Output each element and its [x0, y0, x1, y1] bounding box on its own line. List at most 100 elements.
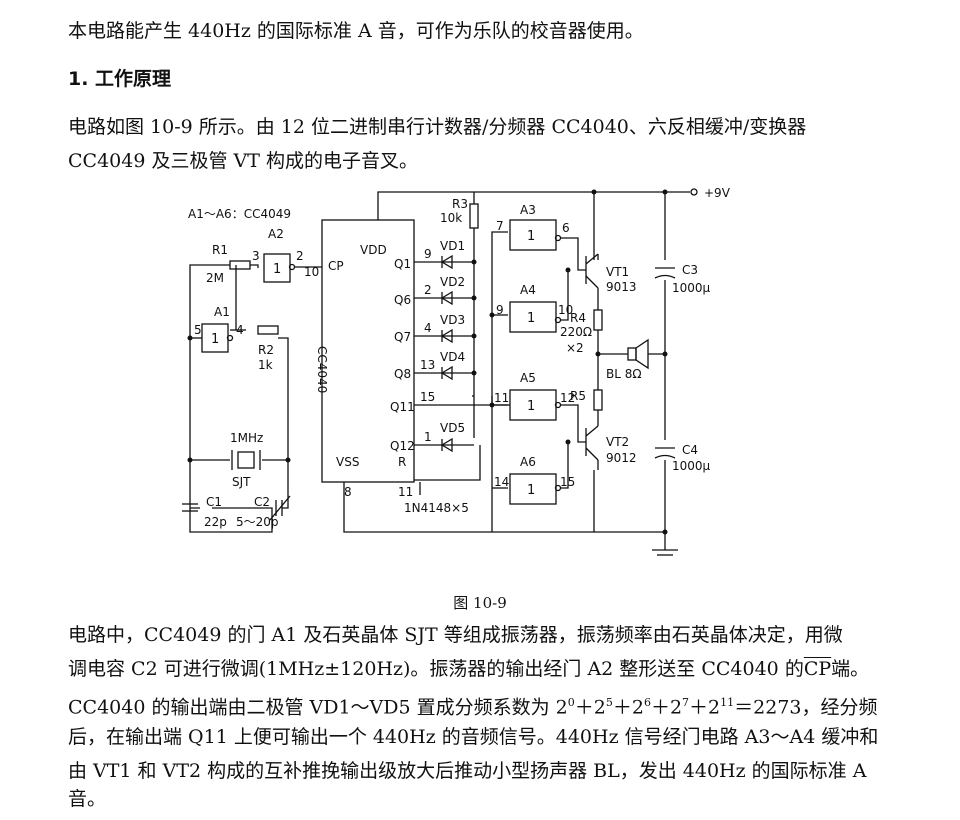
vt1-label: VT1 [606, 265, 629, 279]
vt1-part: 9013 [606, 280, 637, 294]
schematic-components [182, 188, 698, 556]
vd4-label: VD4 [440, 350, 465, 364]
schematic-labels: A1～A6：CC4049 +9V R1 2M R2 1k R3 10k R4 2… [188, 186, 731, 529]
gate-a2-symbol: 1 [273, 262, 281, 277]
pin-2: 2 [296, 249, 304, 263]
r4-value: 220Ω [560, 325, 592, 339]
c1-value: 22p [204, 515, 227, 529]
paragraph-2-line-5: 由 VT1 和 VT2 构成的互补推挽输出级放大后推动小型扬声器 BL，发出 4… [68, 760, 867, 782]
pin-15-a6: 15 [560, 475, 575, 489]
plus-3: ＋2 [650, 696, 683, 719]
r4-label: R4 [570, 311, 586, 325]
pin-4-q7: 4 [424, 321, 432, 335]
ic-q7: Q7 [394, 330, 411, 344]
r1-label: R1 [212, 243, 228, 257]
gate-a2-label: A2 [268, 227, 284, 241]
pin-8: 8 [344, 485, 352, 499]
pin-10-cp: 10 [304, 265, 319, 279]
pin-9-a4: 9 [496, 303, 504, 317]
paragraph-1-line-2: CC4049 及三极管 VT 构成的电子音叉。 [68, 150, 418, 172]
cp-overline: CP [803, 658, 832, 680]
gate-a4-label: A4 [520, 283, 536, 297]
schematic-wiring [189, 191, 690, 550]
r1-value: 2M [206, 271, 224, 285]
pin-3: 3 [252, 249, 260, 263]
exp-7: 7 [682, 696, 690, 709]
vd3-label: VD3 [440, 313, 465, 327]
figure-caption: 图 10-9 [453, 594, 507, 612]
paragraph-2-line-4: 后，在输出端 Q11 上便可输出一个 440Hz 的音频信号。440Hz 信号经… [68, 726, 879, 748]
vd2-label: VD2 [440, 275, 465, 289]
r5-label: R5 [570, 389, 586, 403]
pin-12-a5: 12 [560, 391, 575, 405]
plus-4: ＋2 [689, 696, 721, 719]
pin-10-a4: 10 [558, 303, 573, 317]
vd5-label: VD5 [440, 421, 465, 435]
ic-q1: Q1 [394, 257, 411, 271]
gate-a1-symbol: 1 [211, 332, 219, 347]
pin-5: 5 [194, 323, 202, 337]
gate-a4-symbol: 1 [527, 311, 535, 326]
vd1-label: VD1 [440, 239, 465, 253]
r2-value: 1k [258, 358, 273, 372]
r3-value: 10k [440, 211, 462, 225]
paragraph-1-line-1: 电路如图 10-9 所示。由 12 位二进制串行计数器/分频器 CC4040、六… [68, 116, 807, 138]
ic-vss: VSS [336, 455, 359, 469]
section-title: 1. 工作原理 [68, 68, 172, 90]
exp-11: 11 [720, 696, 735, 709]
ic-q6: Q6 [394, 293, 411, 307]
gate-a6-label: A6 [520, 455, 536, 469]
gate-a3-label: A3 [520, 203, 536, 217]
pin-1-q12: 1 [424, 430, 432, 444]
r3-label: R3 [452, 197, 468, 211]
gate-a5-label: A5 [520, 371, 536, 385]
c3-value: 1000μ [672, 281, 711, 295]
gates-note: A1～A6：CC4049 [188, 207, 291, 221]
r4-multiplier: ×2 [566, 341, 584, 355]
exp-6: 6 [643, 696, 651, 709]
pin-11-r: 11 [398, 485, 413, 499]
plus-2: ＋2 [612, 696, 644, 719]
ic-q12: Q12 [390, 439, 415, 453]
r2-label: R2 [258, 343, 274, 357]
diodes-label: 1N4148×5 [404, 501, 469, 515]
xtal-label: SJT [232, 475, 251, 489]
ic-q11: Q11 [390, 400, 415, 414]
pin-11-a5: 11 [494, 391, 509, 405]
gate-a5-symbol: 1 [527, 399, 535, 414]
plus-1: ＋2 [574, 696, 606, 719]
paragraph-2-line-2-start: 调电容 C2 可进行微调(1MHz±120Hz)。振荡器的输出经门 A2 整形送… [68, 658, 804, 680]
pin-15-q11: 15 [420, 390, 435, 404]
circuit-schematic: A1～A6：CC4049 +9V R1 2M R2 1k R3 10k R4 2… [182, 186, 731, 556]
line-3-start: CC4040 的输出端由二极管 VD1～VD5 置成分频系数为 2 [68, 696, 568, 719]
c4-value: 1000μ [672, 459, 711, 473]
gate-a1-label: A1 [214, 305, 230, 319]
vt2-part: 9012 [606, 451, 637, 465]
c1-label: C1 [206, 495, 222, 509]
supply-label: +9V [704, 186, 731, 200]
intro-paragraph: 本电路能产生 440Hz 的国际标准 A 音，可作为乐队的校音器使用。 [68, 20, 644, 42]
paragraph-2-line-2: 调电容 C2 可进行微调(1MHz±120Hz)。振荡器的输出经门 A2 整形送… [68, 652, 908, 686]
pin-13-q8: 13 [420, 358, 435, 372]
paragraph-2-line-1: 电路中，CC4049 的门 A1 及石英晶体 SJT 等组成振荡器，振荡频率由石… [68, 624, 843, 646]
c3-label: C3 [682, 263, 698, 277]
c4-label: C4 [682, 443, 698, 457]
paragraph-2-line-6: 音。 [68, 788, 107, 810]
ic-vdd: VDD [360, 243, 387, 257]
xtal-freq-label: 1MHz [230, 431, 263, 445]
c2-label: C2 [254, 495, 270, 509]
gate-a6-symbol: 1 [527, 483, 535, 498]
paragraph-2-line-3: CC4040 的输出端由二极管 VD1～VD5 置成分频系数为 20＋25＋26… [68, 686, 908, 724]
ic-q8: Q8 [394, 367, 411, 381]
ic-cp: CP [328, 259, 344, 273]
paragraph-2-line-2-end: 端。 [831, 658, 870, 680]
pin-7: 7 [496, 219, 504, 233]
exp-5: 5 [605, 696, 613, 709]
pin-4: 4 [236, 323, 244, 337]
pin-14-a6: 14 [494, 475, 509, 489]
vt2-label: VT2 [606, 435, 629, 449]
pin-9-q1: 9 [424, 247, 432, 261]
line-3-end: ＝2273，经分频 [734, 696, 878, 719]
pin-6: 6 [562, 221, 570, 235]
c2-value: 5～20p [236, 515, 279, 529]
